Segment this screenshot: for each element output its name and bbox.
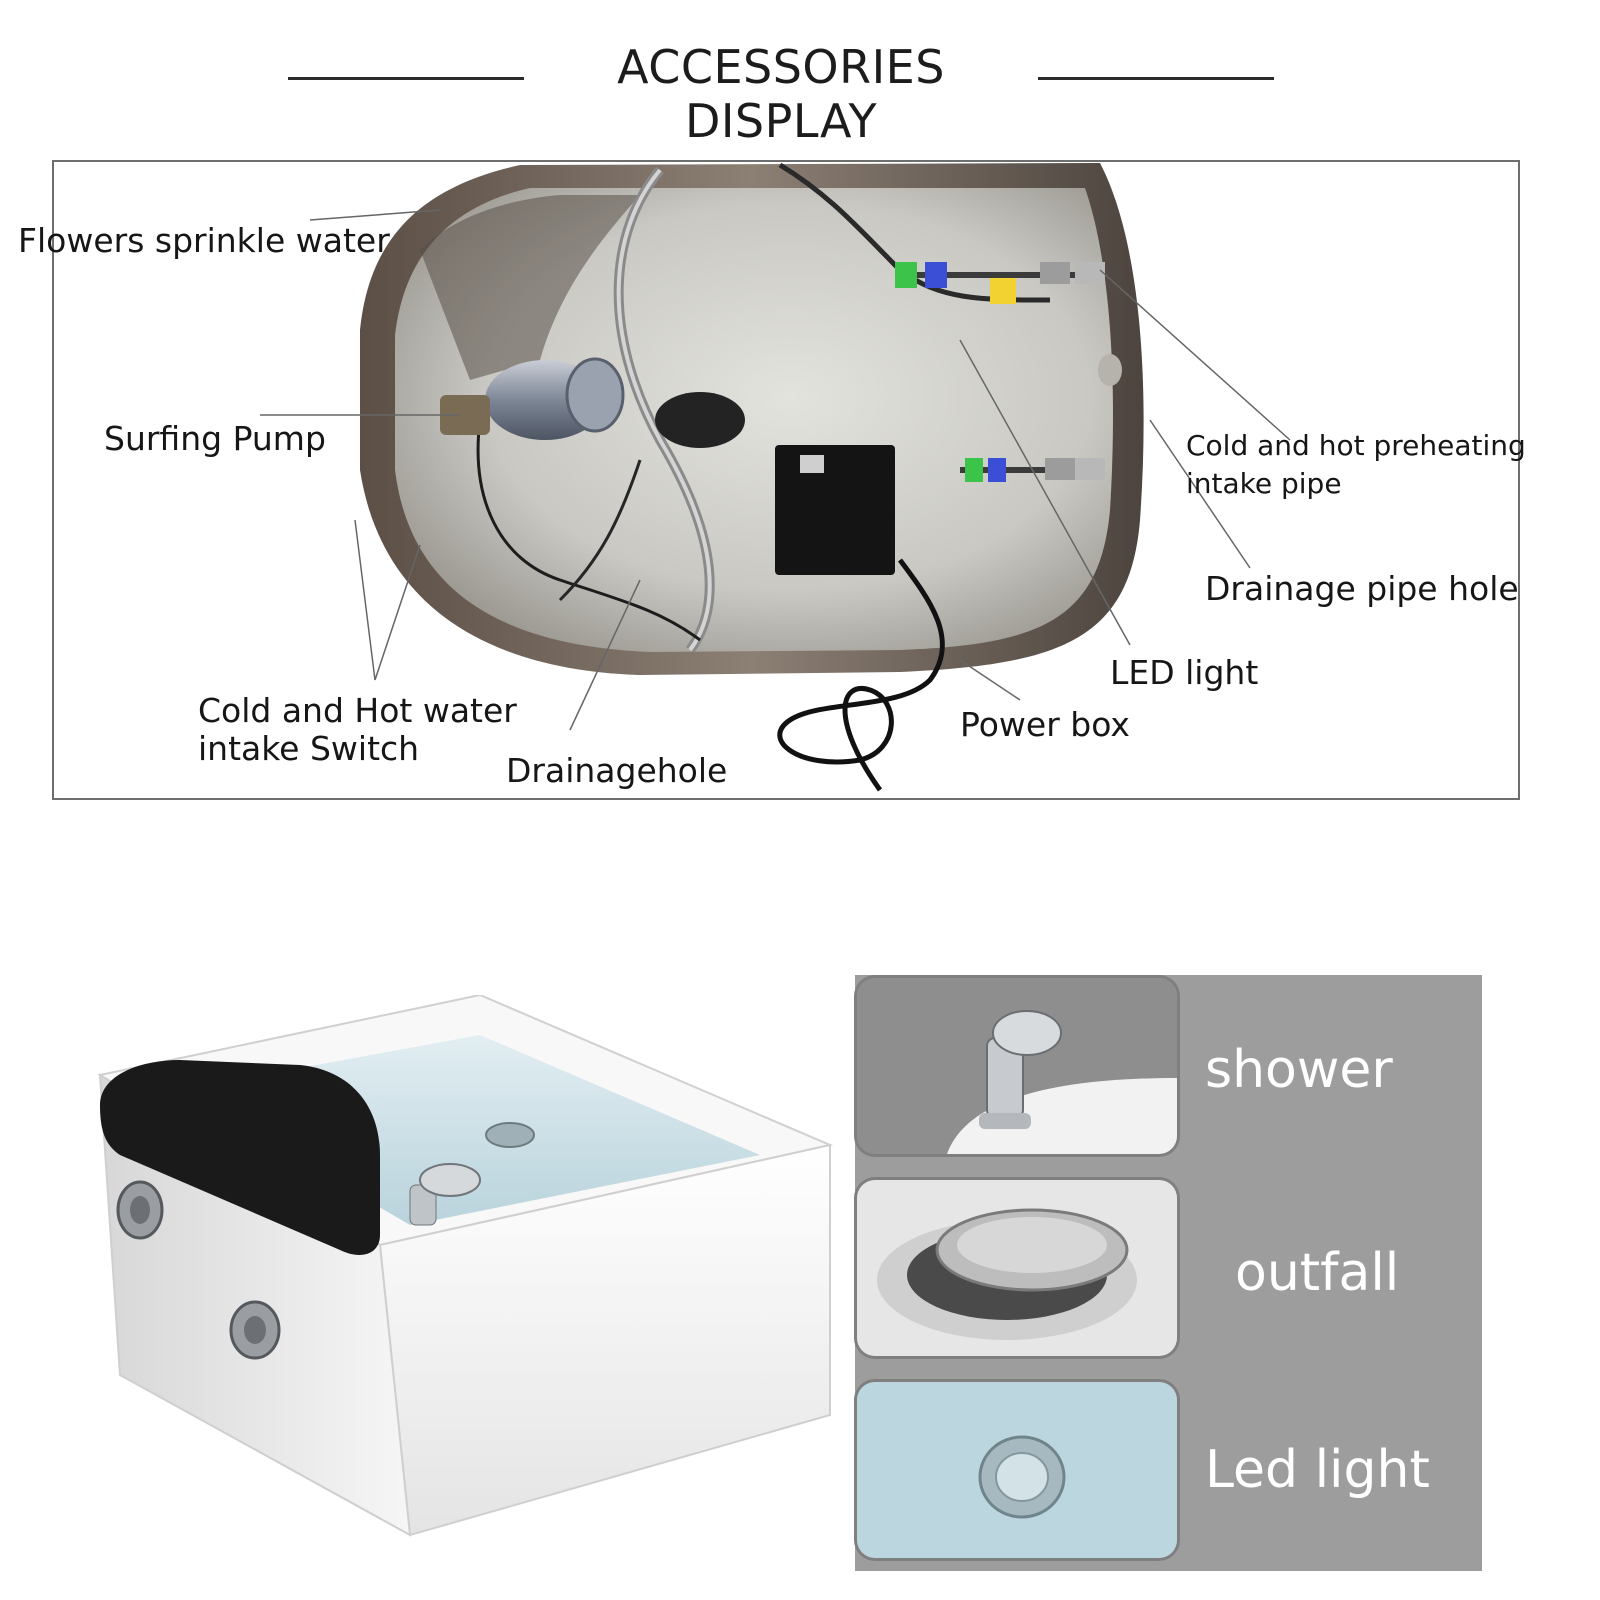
label-flowers-sprinkle-water: Flowers sprinkle water [18, 221, 390, 260]
led-connectors-bottom [960, 458, 1105, 482]
page-title: ACCESSORIES DISPLAY [617, 40, 945, 148]
label-cold-hot-switch-line1: Cold and Hot water [198, 691, 517, 730]
leader-lines [260, 209, 1291, 731]
tub-headrest [100, 1060, 380, 1255]
feature-label-outfall: outfall [1235, 1243, 1400, 1303]
label-cold-hot-switch-line2: intake Switch [198, 729, 420, 768]
label-led-light: LED light [1110, 653, 1259, 692]
pedicure-tub-image [97, 995, 834, 1537]
label-drainagehole: Drainagehole [506, 751, 728, 790]
led-connectors-top [895, 262, 1105, 304]
surfing-pump [440, 357, 625, 440]
motor [655, 392, 745, 448]
basin-underside-diagram [260, 162, 1291, 792]
label-surfing-pump: Surfing Pump [104, 419, 326, 458]
label-drainage-pipe-hole: Drainage pipe hole [1205, 569, 1519, 608]
power-box [775, 445, 895, 575]
power-cord [777, 558, 945, 792]
thumb-shower [857, 978, 1177, 1154]
title-rule-left [288, 77, 524, 80]
tub-drain [485, 1122, 535, 1148]
feature-label-shower: shower [1205, 1040, 1393, 1100]
feature-label-led-light: Led light [1205, 1440, 1430, 1500]
thumb-outfall [857, 1180, 1177, 1356]
thumb-led-light [857, 1382, 1177, 1558]
drainage-pipe-hole [1098, 354, 1122, 386]
title-rule-right [1038, 77, 1274, 80]
tub-shower-faucet [409, 1163, 481, 1226]
label-power-box: Power box [960, 705, 1130, 744]
label-preheating-line2: intake pipe [1186, 467, 1342, 500]
tub-side-knobs [116, 1180, 281, 1360]
basin-shell [395, 188, 1113, 652]
label-preheating-line1: Cold and hot preheating [1186, 429, 1526, 462]
